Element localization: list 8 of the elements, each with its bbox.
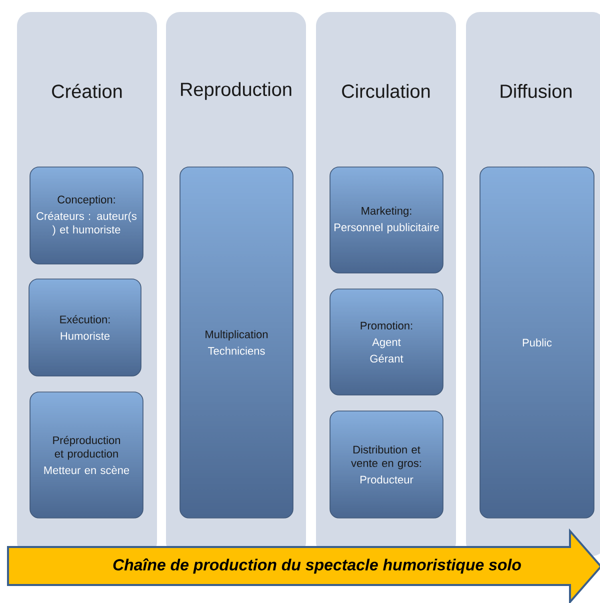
role-box: Promotion: Agent Gérant: [330, 288, 444, 396]
role-box: Multiplication Techniciens: [180, 166, 294, 518]
role-box: Exécution: Humoriste: [28, 278, 142, 376]
role-box: Marketing: Personnel publicitaire: [330, 166, 444, 274]
role-box: Conception: Créateurs : auteur(s ) et humoriste: [30, 166, 144, 264]
role-box: Distribution et vente en gros: Producteur: [330, 410, 444, 518]
role-box: Public: [480, 166, 594, 518]
role-box: Préproduction et production Metteur en scène: [30, 392, 144, 518]
